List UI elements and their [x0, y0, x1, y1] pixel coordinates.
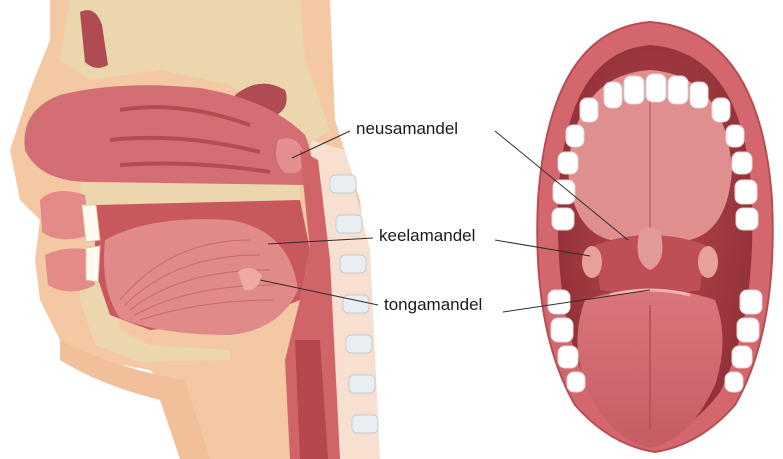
open-mouth-front-view	[537, 22, 772, 452]
palatine-tonsil-right	[698, 246, 718, 278]
sagittal-head-section	[10, 0, 380, 459]
upper-lip	[40, 191, 90, 239]
lower-incisor	[86, 246, 100, 282]
palatine-tonsil-left	[582, 246, 602, 278]
label-lingual-tonsil: tongamandel	[384, 295, 482, 315]
label-palatine-tonsil: keelamandel	[379, 226, 475, 246]
label-nasal-tonsil: neusamandel	[356, 119, 458, 139]
